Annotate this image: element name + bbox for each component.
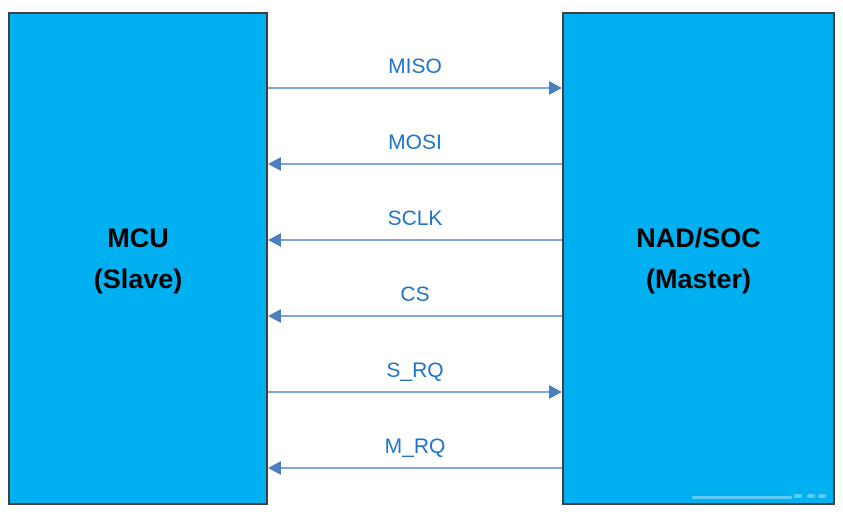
watermark-smudge — [692, 489, 827, 499]
node-nad-soc-master: NAD/SOC (Master) — [562, 12, 835, 505]
m-rq-arrow — [268, 461, 562, 475]
node-nad-title: NAD/SOC — [636, 222, 761, 253]
node-mcu-slave: MCU (Slave) — [8, 12, 268, 505]
signal-label-s-rq: S_RQ — [386, 359, 444, 382]
mosi-arrow — [268, 157, 562, 171]
arrow-right-icon — [549, 81, 562, 95]
node-mcu-subtitle: (Slave) — [93, 263, 183, 294]
signal-row-sclk: SCLK — [268, 207, 562, 247]
cs-arrow — [268, 309, 562, 323]
node-mcu-title: MCU — [107, 222, 169, 253]
signal-row-mosi: MOSI — [268, 131, 562, 171]
arrow-left-icon — [268, 157, 281, 171]
arrow-left-icon — [268, 461, 281, 475]
s-rq-arrow-line — [268, 391, 549, 393]
signal-label-m-rq: M_RQ — [384, 435, 446, 458]
signal-label-mosi: MOSI — [388, 131, 442, 154]
sclk-arrow — [268, 233, 562, 247]
signal-row-miso: MISO — [268, 55, 562, 95]
node-nad-subtitle: (Master) — [645, 263, 752, 294]
m-rq-arrow-line — [281, 467, 562, 469]
signal-row-cs: CS — [268, 283, 562, 323]
signal-label-miso: MISO — [388, 55, 442, 78]
s-rq-arrow — [268, 385, 562, 399]
arrow-right-icon — [549, 385, 562, 399]
signal-row-s-rq: S_RQ — [268, 359, 562, 399]
signal-row-m-rq: M_RQ — [268, 435, 562, 475]
sclk-arrow-line — [281, 239, 562, 241]
miso-arrow — [268, 81, 562, 95]
cs-arrow-line — [281, 315, 562, 317]
mosi-arrow-line — [281, 163, 562, 165]
arrow-left-icon — [268, 309, 281, 323]
signal-label-cs: CS — [400, 283, 430, 306]
miso-arrow-line — [268, 87, 549, 89]
signal-label-sclk: SCLK — [387, 207, 443, 230]
arrow-left-icon — [268, 233, 281, 247]
